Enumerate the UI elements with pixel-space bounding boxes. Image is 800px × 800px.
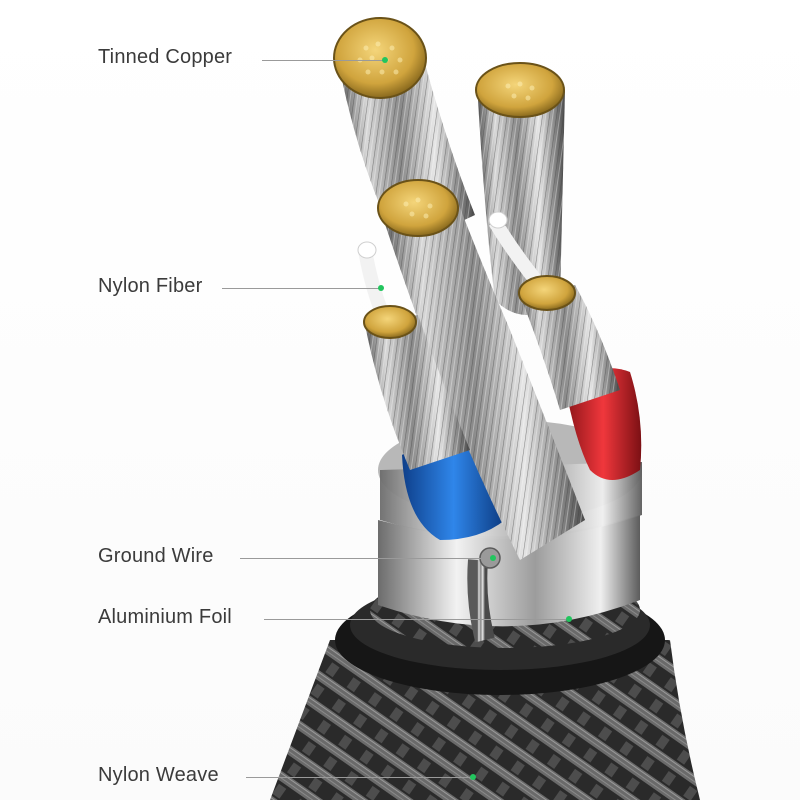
callout-line-tinned-copper bbox=[262, 60, 384, 61]
callout-marker-ground-wire bbox=[490, 555, 496, 561]
callout-line-nylon-fiber bbox=[222, 288, 380, 289]
callout-marker-tinned-copper bbox=[382, 57, 388, 63]
callout-marker-nylon-fiber bbox=[378, 285, 384, 291]
copper-end-faces bbox=[333, 17, 576, 339]
callout-label-tinned-copper: Tinned Copper bbox=[98, 46, 233, 68]
callout-marker-nylon-weave bbox=[470, 774, 476, 780]
ground-wire bbox=[467, 559, 495, 643]
callout-label-ground-wire: Ground Wire bbox=[98, 545, 214, 567]
callout-label-nylon-weave: Nylon Weave bbox=[98, 764, 219, 786]
callout-label-nylon-fiber: Nylon Fiber bbox=[98, 275, 203, 297]
callout-marker-aluminium-foil bbox=[566, 616, 572, 622]
callout-line-ground-wire bbox=[240, 558, 492, 559]
callout-line-nylon-weave bbox=[246, 777, 472, 778]
callout-line-aluminium-foil bbox=[264, 619, 568, 620]
aluminium-foil-cylinder bbox=[378, 515, 640, 627]
callout-label-aluminium-foil: Aluminium Foil bbox=[98, 606, 232, 628]
